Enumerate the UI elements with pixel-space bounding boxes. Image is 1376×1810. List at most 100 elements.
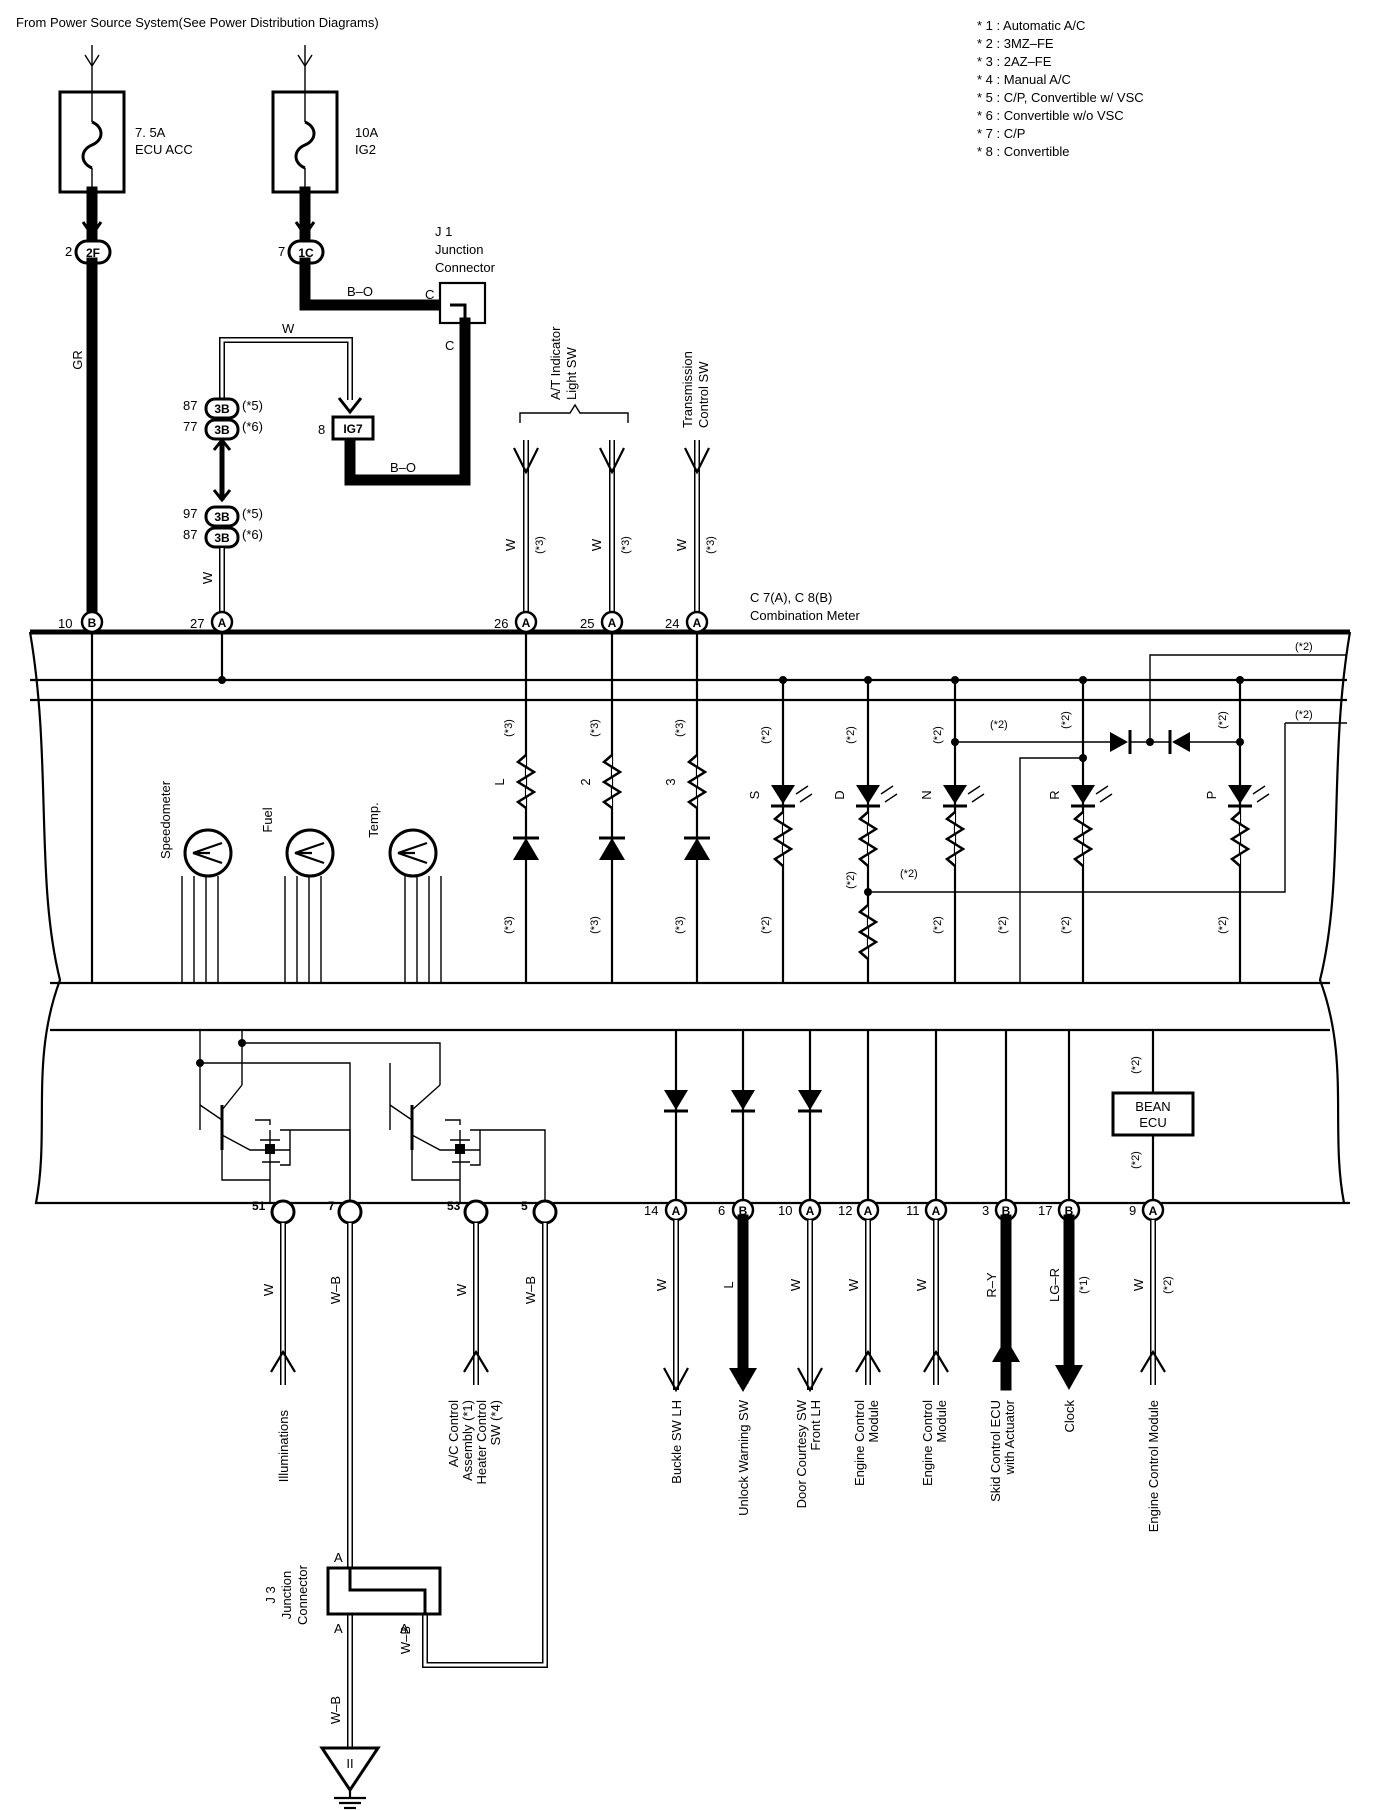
dest-clock: Clock (1062, 1400, 1077, 1433)
fuel-gauge: Fuel (260, 807, 335, 983)
wire-wb-7-label: W–B (328, 1276, 343, 1304)
wire-door-label: W (788, 1278, 803, 1291)
c3b-0-pin: 87 (183, 398, 197, 413)
indicator-d-rail-note: (*2) (900, 868, 918, 880)
indicator-n-note-lower: (*2) (932, 916, 944, 934)
wire-24: W (*3) (674, 440, 717, 612)
transistor-circuit-2 (242, 1042, 546, 1203)
bottom-pin-3-num: 3 (982, 1203, 989, 1218)
wire-3b-link (212, 437, 232, 503)
wire-26: W (*3) (503, 440, 546, 612)
wire-wb-5: W–B W–B (398, 1223, 548, 1668)
c3b-0-id: 3B (214, 402, 230, 416)
j3-line2: Junction (279, 1571, 294, 1619)
connector-3b-lower: 97 3B (*5) 87 3B (*6) (183, 505, 263, 549)
bottom-pin-5: 5 (521, 1199, 558, 1225)
bean-note-lower: (*2) (1130, 1151, 1142, 1169)
wire-buckle-label: W (654, 1278, 669, 1291)
bottom-pin-14-id: A (672, 1204, 681, 1218)
indicator-n: (*2) (*2) N (*2) (919, 676, 1083, 983)
speedometer-gauge: Speedometer (158, 780, 233, 983)
bottom-pin-10: 10 A (778, 1198, 822, 1222)
wire-w-27: W (200, 548, 225, 612)
bottom-pin-9: 9 A (1129, 1198, 1165, 1222)
top-pin-24-id: A (693, 616, 702, 630)
top-pin-25-num: 25 (580, 616, 594, 631)
transistor-circuit-1 (196, 1030, 351, 1203)
indicator-l-note-lower: (*3) (503, 916, 515, 934)
junction-dot-27 (218, 676, 226, 684)
junction-connector-j3: J 3 Junction Connector A A A (263, 1550, 442, 1636)
wire-24-note: (*3) (705, 536, 717, 554)
dest-ecm-12-1: Engine Control (852, 1400, 867, 1486)
rail-upper-note: (*2) (1295, 641, 1313, 653)
notes-legend: * 1 : Automatic A/C * 2 : 3MZ–FE * 3 : 2… (977, 18, 1144, 159)
dest-ecm-9: Engine Control Module (1146, 1400, 1161, 1532)
c3b-2-note: (*5) (242, 506, 263, 521)
gauge-temp-label: Temp. (366, 802, 381, 837)
junction-connector-j1: J 1 Junction Connector C C (425, 224, 496, 353)
bottom-pin-17-id: B (1065, 1204, 1074, 1218)
wire-wb-5-label: W–B (523, 1276, 538, 1304)
wire-gr-label: GR (70, 350, 85, 370)
j3-title: J 3 (263, 1586, 278, 1603)
ig7-id: IG7 (343, 422, 363, 436)
bottom-pin-12-id: A (864, 1204, 873, 1218)
indicator-n-rail-note: (*2) (990, 719, 1008, 731)
bottom-pin-7: 7 (328, 1199, 363, 1225)
dest-ac-1: A/C Control (446, 1400, 461, 1467)
j1-title: J 1 (435, 224, 452, 239)
bottom-pin-51-num: 51 (252, 1199, 266, 1213)
top-pin-26-id: A (522, 616, 531, 630)
j1-pin-in: C (425, 287, 434, 302)
indicator-r-note-lower2: (*2) (1060, 916, 1072, 934)
transmission-control-switch: Transmission Control SW (680, 351, 711, 428)
bottom-pin-10-num: 10 (778, 1203, 792, 1218)
wire-unlock-label: L (721, 1281, 736, 1288)
wire-bo-lower-label: B–O (390, 460, 416, 475)
note-6: * 6 : Convertible w/o VSC (977, 108, 1124, 123)
bottom-pin-11-id: A (932, 1204, 941, 1218)
fuse-ig2-rating: 10A (355, 125, 378, 140)
top-pin-24: 24 A (665, 610, 709, 634)
connector-1c-pin: 7 (278, 244, 285, 259)
wire-w-3b-ig7-label: W (282, 321, 295, 336)
bottom-pin-14: 14 A (644, 1198, 688, 1222)
dest-buckle: Buckle SW LH (669, 1400, 684, 1484)
combination-meter: C 7(A), C 8(B) Combination Meter (28, 590, 1352, 1205)
indicator-2-note-lower: (*3) (589, 916, 601, 934)
indicator-s-note-lower: (*2) (760, 916, 772, 934)
note-5: * 5 : C/P, Convertible w/ VSC (977, 90, 1144, 105)
ground-symbol: II (319, 1746, 381, 1810)
dest-illuminations: Illuminations (276, 1410, 291, 1483)
top-pin-24-num: 24 (665, 616, 679, 631)
wire-26-note: (*3) (534, 536, 546, 554)
indicator-l-label: L (492, 778, 507, 785)
indicator-s-note: (*2) (760, 726, 772, 744)
j3-pin-top: A (334, 1550, 343, 1565)
top-pin-10-id: B (88, 616, 97, 630)
top-pin-27: 27 A (190, 610, 234, 634)
c3b-0-note: (*5) (242, 398, 263, 413)
j1-pin-out: C (445, 338, 454, 353)
wire-bo-lower (344, 317, 471, 486)
note-4: * 4 : Manual A/C (977, 72, 1071, 87)
indicator-3-note: (*3) (674, 719, 686, 737)
note-8: * 8 : Convertible (977, 144, 1070, 159)
note-3: * 3 : 2AZ–FE (977, 54, 1052, 69)
dest-door-2: Front LH (808, 1400, 823, 1451)
note-7: * 7 : C/P (977, 126, 1025, 141)
dest-ecm-11-2: Module (934, 1400, 949, 1443)
indicator-r-label: R (1047, 790, 1062, 799)
diodes-lower (664, 1030, 1071, 1203)
dest-ac-3: Heater Control (474, 1400, 489, 1485)
j1-line3: Connector (435, 260, 496, 275)
dest-unlock: Unlock Warning SW (736, 1399, 751, 1516)
bottom-pin-14-num: 14 (644, 1203, 658, 1218)
wire-unlock: L Unlock Warning SW (721, 1214, 757, 1516)
connector-2f-id: 2F (86, 246, 100, 260)
bottom-pin-53-num: 53 (447, 1199, 461, 1213)
connector-1c-id: 1C (298, 246, 314, 260)
bottom-pin-12: 12 A (838, 1198, 880, 1222)
